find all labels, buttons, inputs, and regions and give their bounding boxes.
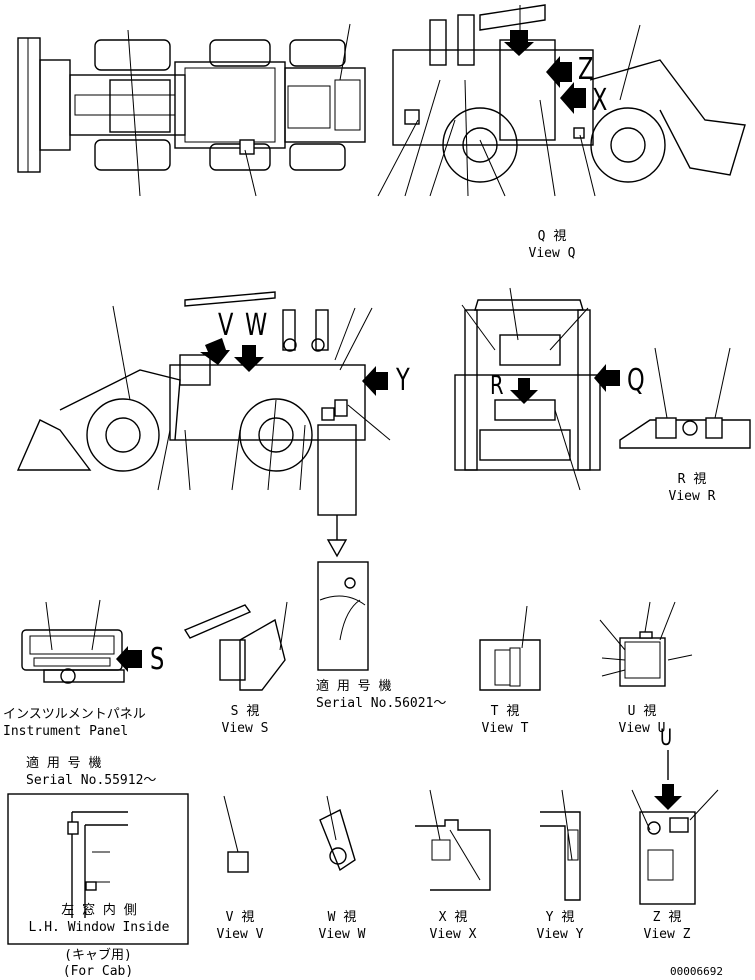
view-z-drawing (631, 750, 719, 905)
arrow-letter-q: Q (627, 363, 645, 398)
view-r-title-jp: R 視 (677, 472, 707, 487)
view-s-title-jp: S 視 (230, 704, 260, 719)
serial-55912-label-en: Serial No.55912～ (26, 773, 157, 788)
instrument-panel-label-jp: インスツルメントパネル (3, 707, 146, 722)
view-t-title-en: View T (481, 721, 529, 736)
view-t-title-jp: T 視 (490, 704, 520, 719)
view-u-title-en: View U (618, 721, 666, 736)
serial-55912-label-jp: 適 用 号 機 (26, 756, 102, 771)
lh-window-inset (7, 793, 189, 945)
arrow-letter-s: S (150, 642, 165, 677)
view-x-title-en: View X (429, 927, 477, 942)
instrument-panel-label-en: Instrument Panel (3, 724, 129, 739)
view-v-drawing (223, 795, 249, 873)
lh-window-label-en: L.H. Window Inside (28, 920, 170, 935)
view-u-title-jp: U 視 (627, 704, 657, 719)
machine-rear-view (454, 287, 751, 491)
machine-side-view-top (377, 4, 746, 197)
for-cab-label-en: (For Cab) (62, 964, 134, 979)
serial-56021-label-en: Serial No.56021～ (316, 696, 447, 711)
view-v-title-en: View V (216, 927, 264, 942)
view-x-title-jp: X 視 (438, 910, 468, 925)
view-w-title-jp: W 視 (327, 910, 357, 925)
serial-56021-inset (317, 561, 369, 671)
machine-side-view-middle (16, 291, 391, 558)
view-q-title-jp: Q 視 (537, 229, 567, 244)
view-w-title-en: View W (318, 927, 366, 942)
view-s-title-en: View S (221, 721, 269, 736)
arrow-letter-y: Y (396, 363, 410, 398)
arrow-letter-w: W (245, 308, 268, 343)
machine-top-view (17, 23, 366, 197)
serial-56021-label-jp: 適 用 号 機 (316, 679, 392, 694)
view-y-title-en: View Y (536, 927, 584, 942)
instrument-panel-drawing (21, 599, 142, 684)
arrow-letter-u: U (660, 726, 673, 751)
view-t-drawing (479, 605, 541, 691)
view-z-title-en: View Z (643, 927, 691, 942)
arrow-letter-x: X (592, 83, 608, 118)
arrow-letter-z: Z (578, 52, 594, 87)
view-y-drawing (540, 789, 581, 901)
view-w-drawing (319, 795, 356, 872)
view-x-drawing (415, 789, 491, 891)
view-v-title-jp: V 視 (225, 910, 255, 925)
view-y-title-jp: Y 視 (545, 910, 575, 925)
view-z-title-jp: Z 視 (652, 910, 682, 925)
drawing-number: 00006692 (670, 965, 723, 978)
view-q-title-en: View Q (528, 246, 576, 261)
view-r-title-en: View R (668, 489, 716, 504)
view-u-drawing (599, 601, 693, 687)
view-s-drawing (183, 601, 288, 691)
for-cab-label-jp: (キャブ用) (64, 948, 132, 963)
arrow-letter-v: V (218, 308, 234, 343)
lh-window-label-jp: 左 窓 内 側 (61, 903, 137, 918)
arrow-letter-r: R (490, 371, 504, 401)
